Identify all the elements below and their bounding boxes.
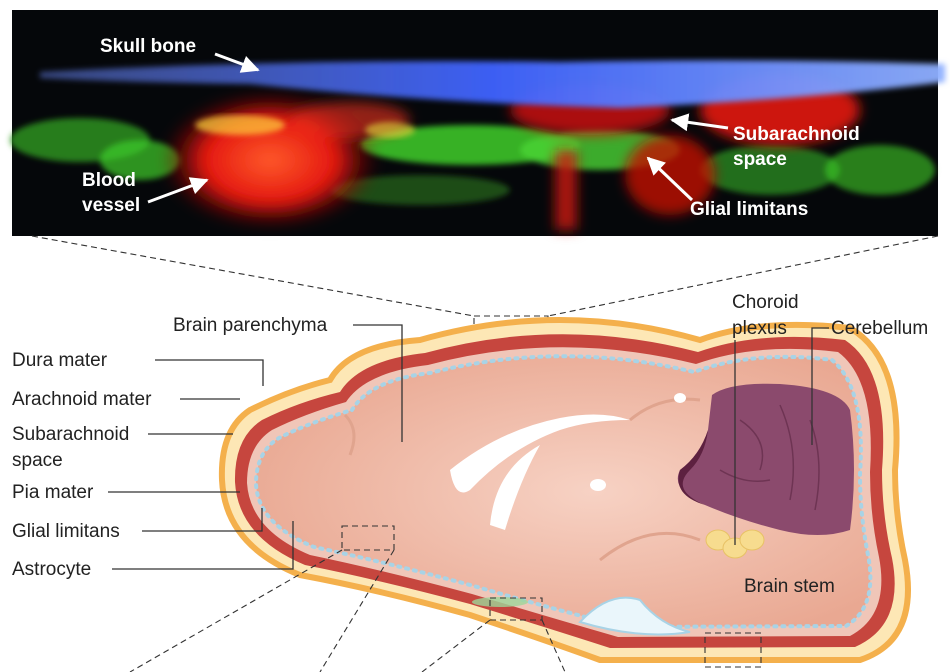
label-skull-bone: Skull bone: [100, 36, 196, 57]
label-choroid-plexus-2: plexus: [732, 318, 787, 339]
ventricle-white-dot-2: [674, 393, 686, 403]
leader-dura-mater: [155, 360, 263, 386]
ventricle-white-dot: [590, 479, 606, 491]
label-blood-vessel-1: Blood: [82, 170, 136, 191]
micrograph-panel: Skull bone Subarachnoid space Blood vess…: [10, 10, 945, 236]
label-arachnoid-mater: Arachnoid mater: [12, 389, 152, 410]
label-subarachnoid-space-2: space: [12, 450, 63, 471]
label-subarachnoid-space-1: Subarachnoid: [12, 424, 129, 445]
label-subarachnoid-space-micro-1: Subarachnoid: [733, 124, 860, 145]
label-blood-vessel-2: vessel: [82, 195, 140, 216]
label-brain-parenchyma: Brain parenchyma: [173, 315, 328, 336]
label-brain-stem: Brain stem: [744, 576, 835, 597]
label-cerebellum: Cerebellum: [831, 318, 928, 339]
label-pia-mater: Pia mater: [12, 482, 94, 503]
label-subarachnoid-space-micro-2: space: [733, 149, 787, 170]
label-glial-limitans: Glial limitans: [12, 521, 120, 542]
label-choroid-plexus-1: Choroid: [732, 292, 799, 313]
label-astrocyte: Astrocyte: [12, 559, 91, 580]
label-dura-mater: Dura mater: [12, 350, 108, 371]
brain-diagram: [222, 320, 908, 660]
label-glial-limitans-micro: Glial limitans: [690, 199, 808, 220]
